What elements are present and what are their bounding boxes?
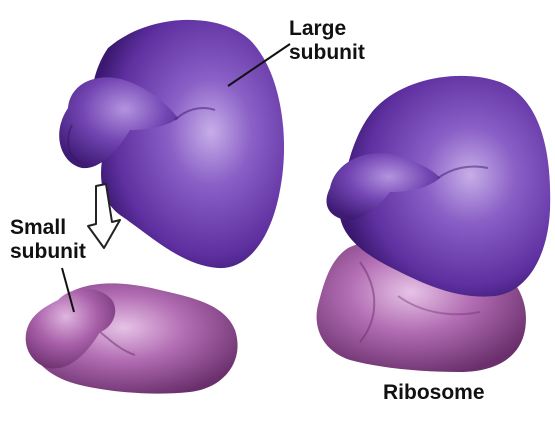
ribosome-label: Ribosome [383, 381, 485, 405]
ribosome-label-text: Ribosome [383, 381, 485, 405]
small-subunit-left [26, 283, 238, 393]
large-subunit-label-line2: subunit [289, 41, 365, 65]
small-subunit-label: Small subunit [10, 216, 86, 264]
large-subunit-label-line1: Large [289, 17, 365, 41]
small-subunit-label-line1: Small [10, 216, 86, 240]
ribosome-right [317, 76, 551, 372]
large-subunit-label: Large subunit [289, 17, 365, 65]
small-subunit-label-line2: subunit [10, 240, 86, 264]
